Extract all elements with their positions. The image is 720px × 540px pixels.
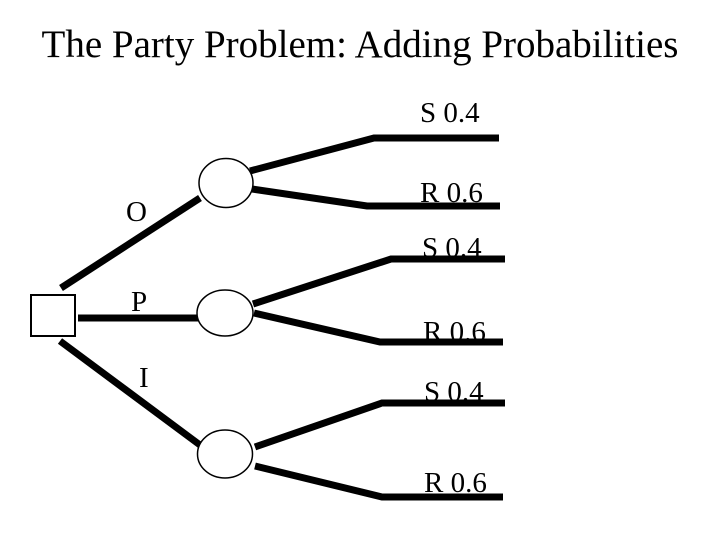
branch-line-o [59,195,202,291]
outcome-label-o-r: R 0.6 [420,177,483,209]
chance-node-circle-i [196,429,254,479]
outcome-line-i-s [253,399,505,451]
outcome-line-p-s [251,255,505,308]
outcome-line-i-r [254,462,503,501]
outcome-label-i-s: S 0.4 [424,376,484,408]
decision-node-square [30,294,76,337]
branch-line-i [57,338,203,448]
outcome-label-i-r: R 0.6 [424,467,487,499]
outcome-label-p-s: S 0.4 [422,232,482,264]
outcome-line-o-s [249,134,499,175]
outcome-label-o-s: S 0.4 [420,97,480,129]
outcome-label-p-r: R 0.6 [423,316,486,348]
branch-label-i: I [139,362,149,394]
outcome-line-p-r [253,309,503,346]
chance-node-circle-p [196,289,254,337]
outcome-line-o-r [251,185,500,210]
branch-label-p: P [131,286,148,318]
chance-node-circle-o [198,157,254,209]
slide-title: The Party Problem: Adding Probabilities [41,23,679,66]
branch-label-o: O [126,196,147,228]
